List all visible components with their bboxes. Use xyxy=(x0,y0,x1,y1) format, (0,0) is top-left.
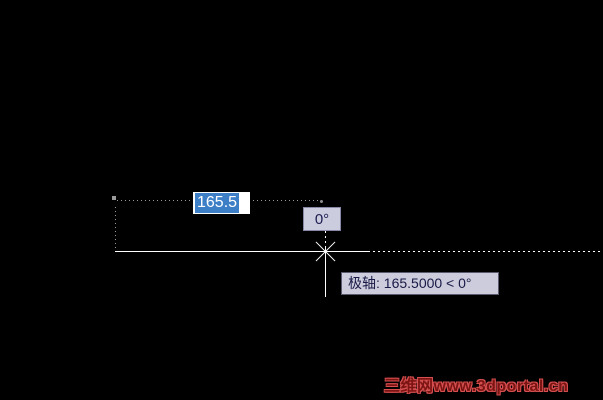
line-segment xyxy=(115,251,370,252)
dynamic-input-length-field[interactable]: 165.5 xyxy=(193,192,250,214)
grip-point-marker xyxy=(112,196,116,200)
dynamic-input-angle-field[interactable]: 0° xyxy=(303,207,341,231)
polar-tracking-tooltip: 极轴: 165.5000 < 0° xyxy=(341,272,499,295)
polar-track-dotted-line xyxy=(373,251,603,252)
angle-value-text: 0° xyxy=(314,210,330,228)
tracking-guide-vertical xyxy=(115,205,116,248)
cursor-vertical-dashed-line xyxy=(325,231,326,248)
cursor-vertical-line xyxy=(325,248,326,297)
tracking-point-dot xyxy=(320,200,323,203)
length-value-selected-text: 165.5 xyxy=(195,193,240,213)
watermark: 三维网www.3dportal.cn xyxy=(384,378,569,395)
